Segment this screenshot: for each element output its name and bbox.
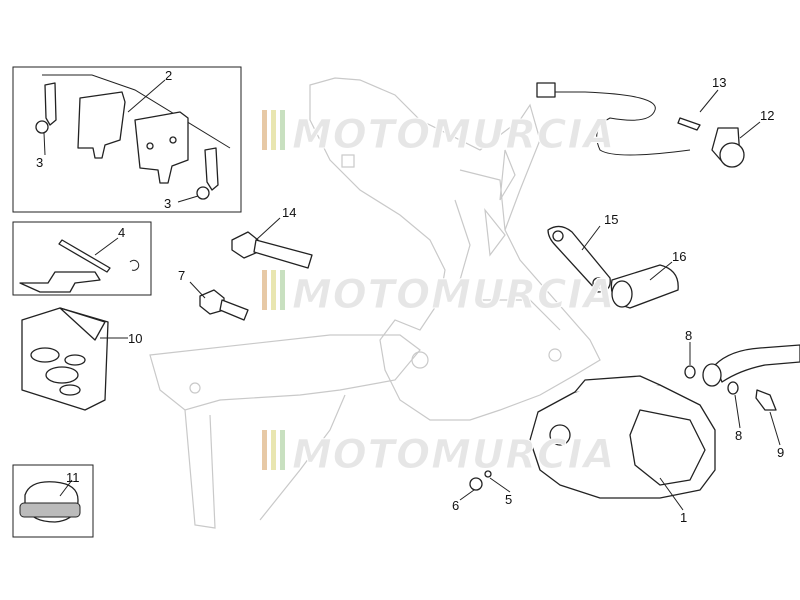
bushing-16 (610, 264, 679, 309)
callout-8-lower: 8 (735, 428, 742, 443)
caliper-body (529, 375, 716, 499)
pin-kit-box (12, 221, 152, 296)
callout-3-lower: 3 (164, 196, 171, 211)
brake-hose-banjo (684, 344, 800, 411)
svg-text:MOTOMURCIA: MOTOMURCIA (292, 432, 615, 478)
link-15 (547, 225, 611, 293)
sensor-12-13 (536, 82, 745, 168)
clip-kit-box (12, 464, 94, 538)
callout-10: 10 (128, 331, 142, 346)
callout-9: 9 (777, 445, 784, 460)
watermark-middle: MOTOMURCIA (262, 270, 615, 319)
callout-numbers: 2 3 3 4 10 11 14 7 15 16 13 12 8 8 9 1 5… (36, 68, 784, 525)
callout-7: 7 (178, 268, 185, 283)
bolt-7 (199, 289, 249, 321)
callout-6: 6 (452, 498, 459, 513)
bleed-nipple-parts (469, 470, 492, 491)
callout-14: 14 (282, 205, 296, 220)
watermark-top: MOTOMURCIA (262, 110, 615, 159)
callout-11: 11 (66, 470, 80, 485)
gasket-kit-box (21, 307, 109, 411)
callout-16: 16 (672, 249, 686, 264)
bolt-14 (231, 231, 313, 269)
callout-15: 15 (604, 212, 618, 227)
brake-pads-kit-box (12, 66, 242, 213)
callout-12: 12 (760, 108, 774, 123)
callout-13: 13 (712, 75, 726, 90)
swingarm-ghost-outline (149, 77, 601, 529)
callout-5: 5 (505, 492, 512, 507)
svg-text:MOTOMURCIA: MOTOMURCIA (292, 112, 615, 158)
watermark-bottom: MOTOMURCIA (262, 430, 615, 479)
callout-1: 1 (680, 510, 687, 525)
callout-leader-lines (43, 79, 781, 511)
callout-2: 2 (165, 68, 172, 83)
svg-text:MOTOMURCIA: MOTOMURCIA (292, 272, 615, 318)
callout-8-upper: 8 (685, 328, 692, 343)
callout-4: 4 (118, 225, 125, 240)
callout-3-upper: 3 (36, 155, 43, 170)
